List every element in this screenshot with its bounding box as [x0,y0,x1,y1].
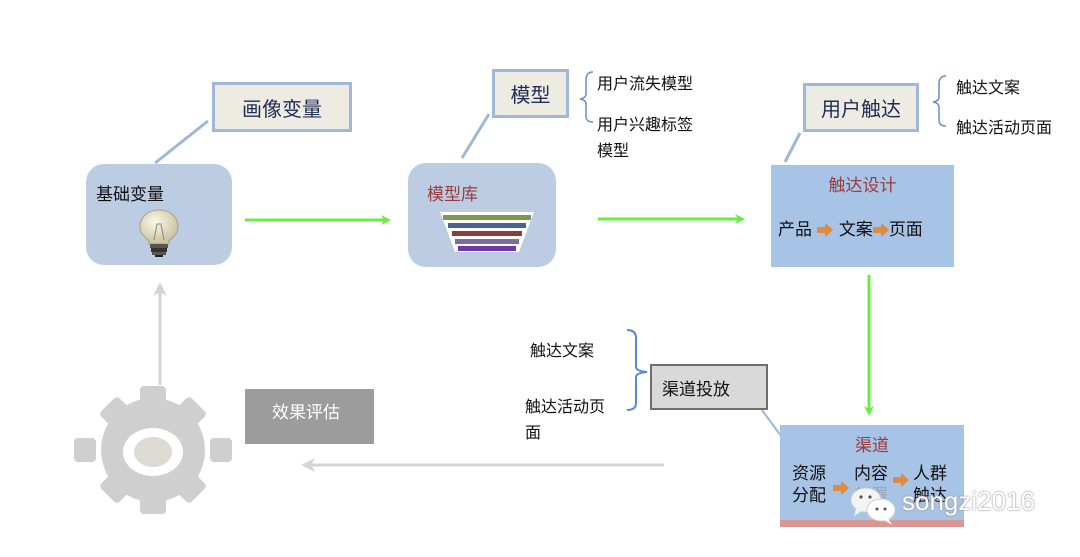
channel-delivery-label: 渠道投放 [662,379,730,400]
callout-line-portrait [154,119,209,165]
model-library-label: 模型库 [427,185,478,205]
channel-step-resource: 资源 分配 [792,464,826,506]
callout-line-model [460,113,491,159]
channel-bottom-bar [780,520,964,527]
brace-model [579,71,594,123]
user-reach-item-page: 触达活动页面 [956,118,1053,137]
channel-delivery-item-page: 触达活动页 [525,397,606,416]
orange-arrow-icon [833,481,849,495]
orange-arrow-icon [872,223,889,237]
portrait-variables-label: 画像变量 [242,96,322,121]
channel-delivery-item-page-cont: 面 [525,423,542,442]
flow-step-product: 产品 [778,220,812,240]
callout-line-reach [783,132,802,163]
watermark-text: songzi2016 [902,486,1035,516]
flow-step-copy: 文案 [838,220,873,240]
reach-design-panel: 触达设计 产品 文案页面 [771,165,954,267]
wechat-icon [850,487,896,525]
channel-title: 渠道 [855,436,889,456]
model-item-churn: 用户流失模型 [597,74,694,93]
orange-arrow-icon [817,223,834,237]
channel-delivery-item-copy: 触达文案 [530,341,595,360]
reach-design-flow: 产品 文案页面 [778,215,923,240]
evaluation-box: 效果评估 [245,389,374,444]
evaluation-label: 效果评估 [272,403,340,423]
portrait-variables-box: 画像变量 [212,82,352,132]
user-reach-box: 用户触达 [803,83,919,132]
brace-reach [932,75,947,127]
base-variables-node: 基础变量 [86,164,232,265]
channel-step-audience: 人群 触达 [913,464,947,506]
funnel-icon [440,212,534,252]
base-variables-label: 基础变量 [96,185,164,205]
model-box: 模型 [492,69,569,118]
gear-icon [74,386,232,514]
model-library-node: 模型库 [408,163,556,267]
model-label: 模型 [510,83,551,107]
orange-arrow-icon [893,473,909,487]
model-item-interest-cont: 模型 [597,141,630,160]
channel-delivery-box: 渠道投放 [650,364,768,410]
model-item-interest: 用户兴趣标签 [597,115,694,134]
flow-step-page: 页面 [888,220,923,240]
user-reach-item-copy: 触达文案 [956,78,1021,97]
brace-channel [626,329,648,411]
user-reach-label: 用户触达 [821,97,901,121]
reach-design-title: 触达设计 [828,176,897,196]
lightbulb-icon [139,209,179,257]
